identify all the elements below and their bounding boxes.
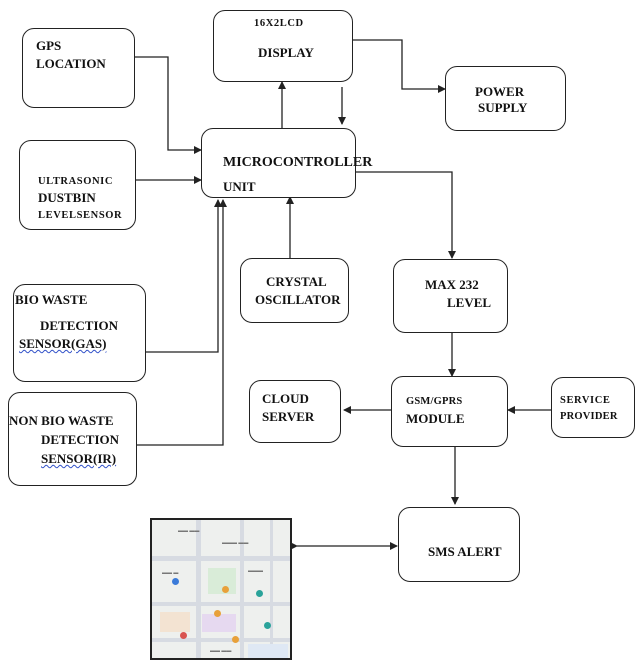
ultrasonic-label-line3: LEVELSENSOR	[38, 210, 123, 221]
gsm-label-line2: MODULE	[406, 411, 465, 426]
bio-label-line3: SENSOR(GAS)	[19, 336, 107, 351]
lcd-label-line2: DISPLAY	[258, 45, 314, 60]
arrow-bio-to-mcu	[146, 199, 222, 353]
arrow-mcu-to-max232	[355, 171, 456, 259]
bio-waste-sensor-block	[13, 284, 146, 382]
cloud-label-line1: CLOUD	[262, 391, 309, 406]
bio-label-line2: DETECTION	[40, 318, 119, 333]
map-thumbnail-image: ▬▬ ▬▬ ▬▬▬ ▬▬ ▬▬ ▬ ▬▬▬ ▬▬ ▬▬	[150, 518, 292, 660]
service-label-line1: SERVICE	[560, 395, 611, 406]
arrow-lcd-to-power	[352, 39, 446, 93]
crystal-oscillator-block	[240, 258, 349, 323]
gps-label-line2: LOCATION	[36, 56, 106, 71]
gsm-label-line1: GSM/GPRS	[406, 396, 463, 407]
lcd-display-block	[213, 10, 353, 82]
mcu-label-line2: UNIT	[223, 179, 256, 194]
gps-location-block	[22, 28, 135, 108]
nonbio-label-line3: SENSOR(IR)	[41, 451, 117, 466]
service-label-line2: PROVIDER	[560, 411, 618, 422]
nonbio-label-line2: DETECTION	[41, 432, 120, 447]
power-label-line2: SUPPLY	[478, 100, 528, 115]
sms-alert-block	[398, 507, 520, 582]
ultrasonic-label-line1: ULTRASONIC	[38, 176, 114, 187]
mcu-label-line1: MICROCONTROLLER	[223, 155, 373, 170]
max232-label-line1: MAX 232	[425, 277, 479, 292]
max232-label-line2: LEVEL	[447, 295, 492, 310]
gsm-gprs-module-block	[391, 376, 508, 447]
gps-label-line1: GPS	[36, 38, 62, 53]
cloud-label-line2: SERVER	[262, 409, 315, 424]
power-supply-block	[445, 66, 566, 131]
power-label-line1: POWER	[475, 84, 525, 99]
service-provider-block	[551, 377, 635, 438]
sms-label-line1: SMS ALERT	[428, 544, 502, 559]
crystal-label-line2: OSCILLATOR	[255, 292, 341, 307]
nonbio-label-line1: NON BIO WASTE	[9, 413, 114, 428]
lcd-label-line1: 16X2LCD	[254, 18, 304, 29]
nonbio-waste-sensor-block	[8, 392, 137, 486]
max232-level-block	[393, 259, 508, 333]
crystal-label-line1: CRYSTAL	[266, 274, 327, 289]
arrow-nonbio-to-mcu	[137, 199, 227, 446]
bio-label-line1: BIO WASTE	[15, 292, 88, 307]
cloud-server-block	[249, 380, 341, 443]
arrow-gps-to-mcu	[134, 56, 202, 154]
ultrasonic-label-line2: DUSTBIN	[38, 190, 96, 205]
microcontroller-unit-block	[201, 128, 356, 198]
ultrasonic-sensor-block	[19, 140, 136, 230]
